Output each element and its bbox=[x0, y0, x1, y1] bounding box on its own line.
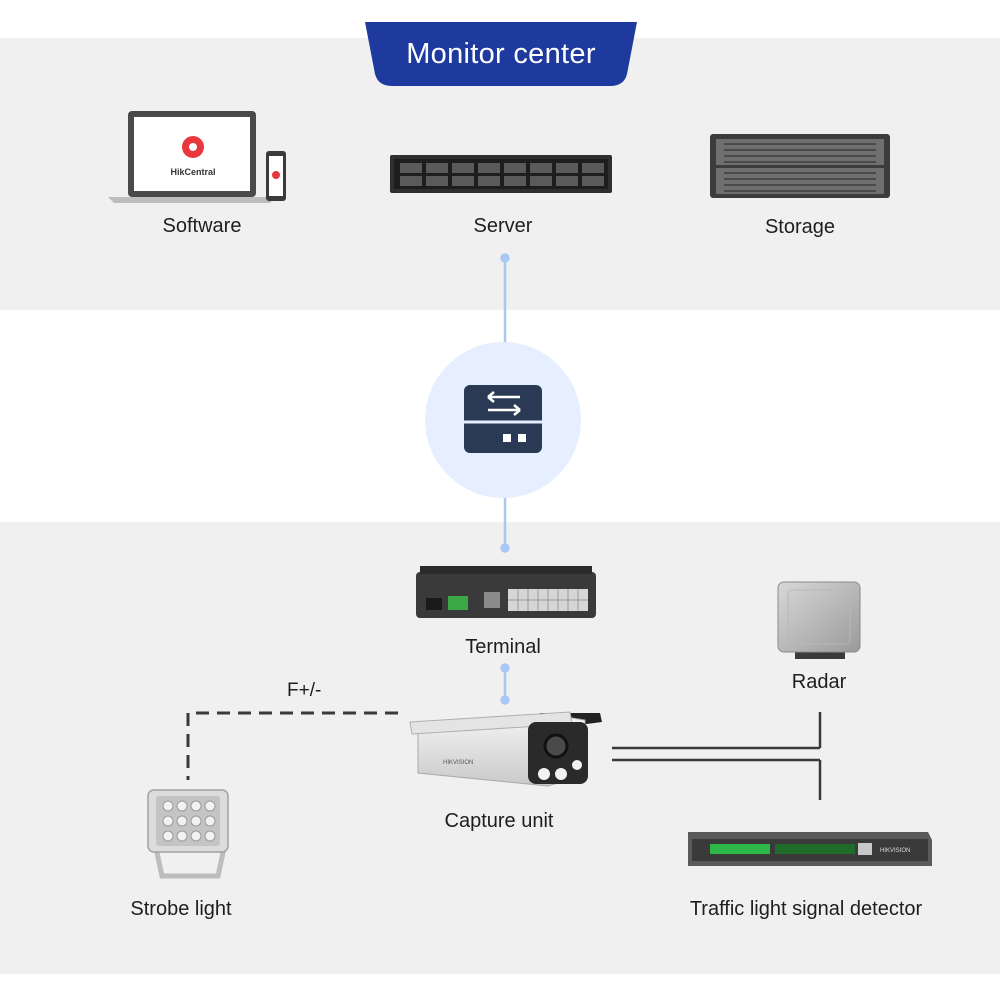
traffic-detector-label: Traffic light signal detector bbox=[689, 898, 923, 920]
terminal-icon bbox=[416, 566, 596, 618]
monitor-center-tab bbox=[365, 22, 637, 86]
monitor-center-title: Monitor center bbox=[406, 37, 596, 70]
software-laptop-icon bbox=[108, 111, 286, 203]
software-label: Software bbox=[162, 215, 242, 237]
capture-unit-brand: HIKVISION bbox=[443, 760, 473, 766]
traffic-detector-icon bbox=[688, 832, 932, 866]
strobe-light-label: Strobe light bbox=[130, 898, 232, 920]
traffic-detector-brand: HIKVISION bbox=[880, 848, 910, 854]
radar-label: Radar bbox=[791, 671, 847, 693]
software-screen-text: HikCentral bbox=[170, 167, 215, 177]
capture-unit-label: Capture unit bbox=[444, 810, 554, 832]
strobe-wire-label: F+/- bbox=[287, 680, 322, 701]
radar-icon bbox=[777, 581, 861, 659]
server-icon bbox=[390, 155, 612, 193]
terminal-label: Terminal bbox=[465, 636, 541, 658]
strobe-trigger-wire bbox=[186, 711, 398, 780]
capture-unit-icon bbox=[409, 711, 602, 787]
strobe-light-icon bbox=[147, 789, 229, 879]
storage-label: Storage bbox=[764, 216, 836, 238]
server-label: Server bbox=[473, 215, 533, 237]
network-switch-icon bbox=[425, 342, 581, 498]
storage-icon bbox=[710, 134, 890, 198]
signal-wires bbox=[612, 712, 822, 800]
